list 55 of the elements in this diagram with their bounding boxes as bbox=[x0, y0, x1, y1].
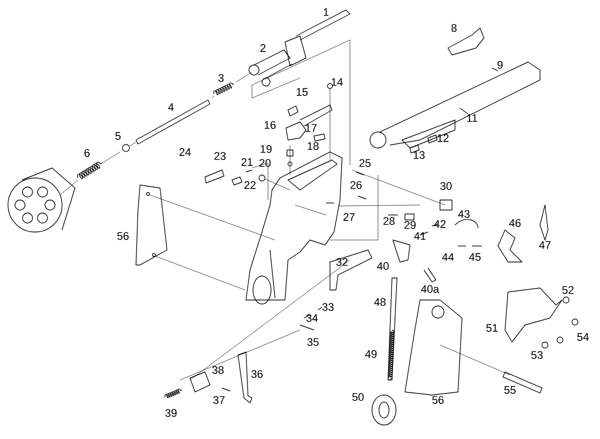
callout-number: 53 bbox=[531, 351, 543, 359]
callout-number: 27 bbox=[343, 213, 355, 221]
callout-number: 33 bbox=[322, 303, 334, 311]
callout-number: 18 bbox=[308, 142, 319, 150]
callout-number: 40 bbox=[377, 262, 389, 270]
callout-number: 23 bbox=[214, 152, 226, 160]
callout-number: 28 bbox=[383, 217, 395, 225]
callout-number: 56 bbox=[117, 232, 129, 240]
callout-number: 34 bbox=[306, 314, 318, 322]
callout-number: 56 bbox=[432, 396, 444, 404]
callout-number: 13 bbox=[414, 151, 425, 159]
callout-number: 48 bbox=[374, 298, 386, 306]
callout-number: 38 bbox=[212, 366, 224, 374]
callout-number: 2 bbox=[260, 44, 266, 52]
callout-number: 43 bbox=[458, 210, 470, 218]
callout-number: 3 bbox=[218, 74, 224, 82]
callout-number: 24 bbox=[179, 148, 191, 156]
callout-number: 44 bbox=[442, 253, 454, 261]
callout-number: 47 bbox=[539, 241, 551, 249]
callout-number: 5 bbox=[115, 132, 121, 140]
callout-number: 26 bbox=[350, 181, 362, 189]
callout-number: 4 bbox=[168, 103, 174, 111]
callout-number: 22 bbox=[244, 181, 256, 189]
callout-number: 29 bbox=[404, 221, 416, 229]
callout-number: 16 bbox=[264, 121, 276, 129]
callout-number: 1 bbox=[324, 8, 329, 16]
callout-number: 8 bbox=[451, 24, 457, 32]
callout-number: 15 bbox=[296, 88, 308, 96]
callout-number: 55 bbox=[504, 386, 516, 394]
callout-number: 9 bbox=[497, 61, 503, 69]
callout-number: 17 bbox=[306, 124, 317, 132]
callout-number: 20 bbox=[259, 159, 271, 167]
callout-number: 52 bbox=[562, 286, 574, 294]
callout-number: 37 bbox=[213, 396, 225, 404]
callout-number: 39 bbox=[165, 409, 177, 417]
callout-number: 49 bbox=[365, 350, 377, 358]
callout-number: 51 bbox=[486, 324, 498, 332]
callout-number: 40a bbox=[421, 285, 440, 293]
callout-number: 19 bbox=[260, 145, 272, 153]
callout-number: 21 bbox=[241, 158, 253, 166]
callout-number: 54 bbox=[577, 333, 589, 341]
callout-number: 42 bbox=[434, 220, 446, 228]
callout-number: 50 bbox=[352, 393, 364, 401]
callout-number: 12 bbox=[438, 134, 449, 142]
callout-number: 32 bbox=[336, 258, 348, 266]
callout-number: 14 bbox=[332, 78, 343, 86]
callout-number: 35 bbox=[307, 338, 319, 346]
callout-number: 25 bbox=[359, 159, 371, 167]
callout-number: 11 bbox=[467, 114, 478, 122]
callout-number: 6 bbox=[84, 149, 90, 157]
callout-number: 46 bbox=[509, 219, 521, 227]
callout-number: 45 bbox=[469, 253, 481, 261]
callout-number: 41 bbox=[414, 232, 426, 240]
callout-number: 36 bbox=[251, 370, 263, 378]
callout-number: 30 bbox=[440, 182, 452, 190]
